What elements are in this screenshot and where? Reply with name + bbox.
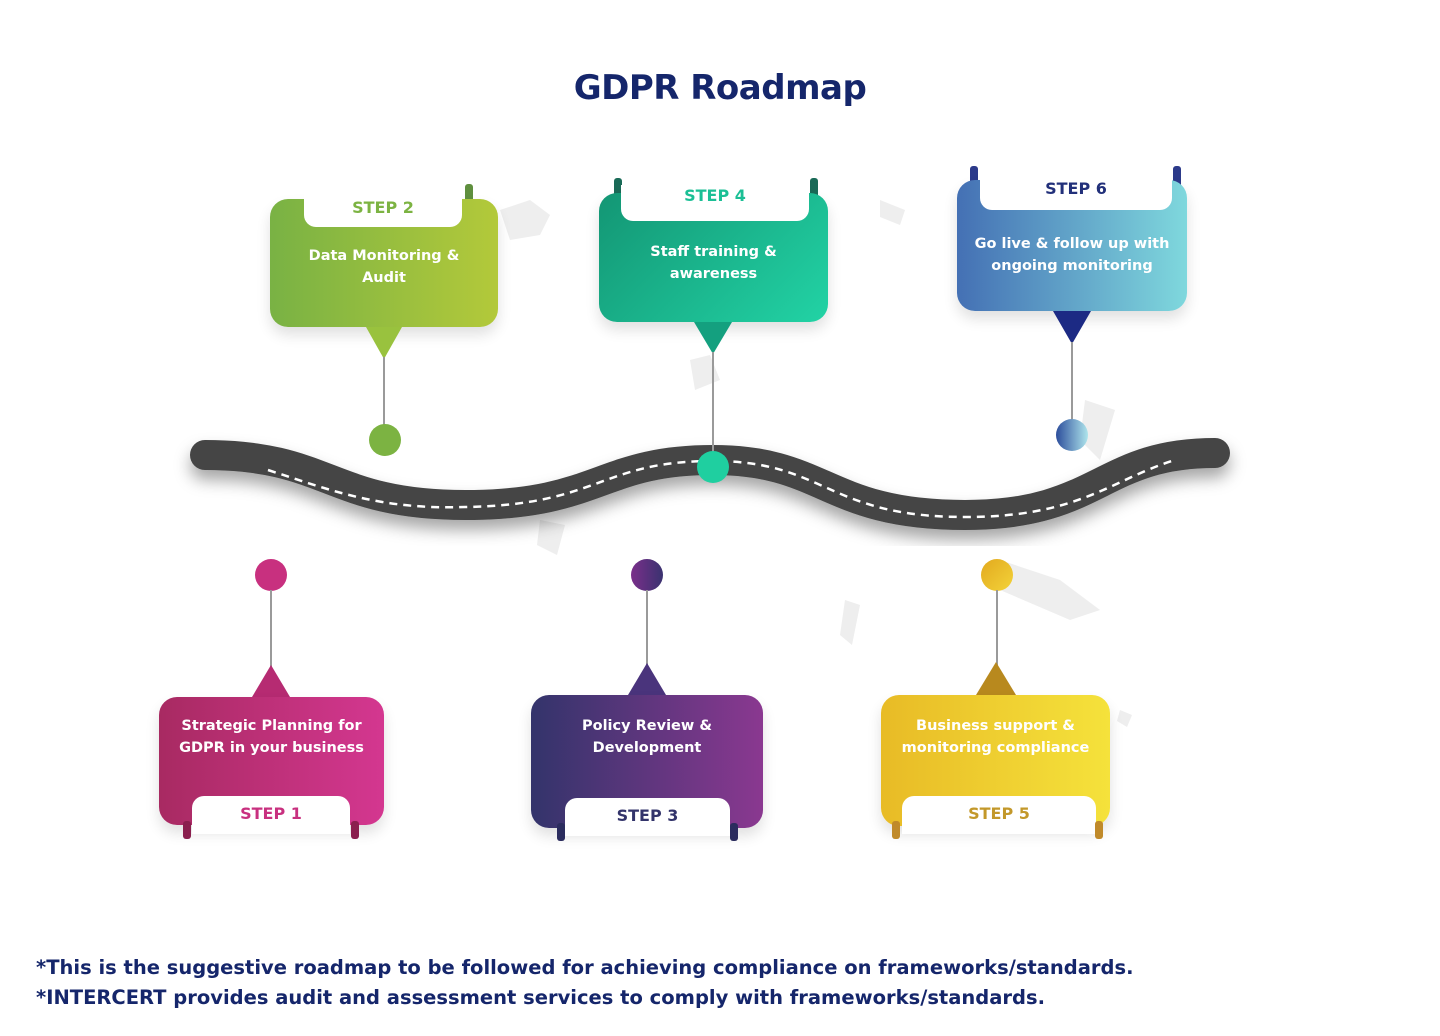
step-4-text: Staff training & awareness — [650, 243, 777, 282]
box-leg — [614, 178, 622, 198]
page-title: GDPR Roadmap — [573, 68, 867, 108]
footnote-2: *INTERCERT provides audit and assessment… — [36, 986, 1045, 1009]
step-5-label: STEP 5 — [902, 796, 1096, 834]
box-leg — [970, 166, 978, 188]
step-4-connector — [712, 352, 714, 452]
step-3-dot — [631, 559, 663, 591]
box-leg — [892, 821, 900, 839]
step-5-pin — [976, 662, 1016, 695]
step-2-text: Data Monitoring & Audit — [308, 248, 460, 286]
step-2-dot — [369, 424, 401, 456]
step-6-pin — [1053, 311, 1091, 344]
step-5-connector — [996, 590, 998, 666]
step-5-text: Business support & monitoring compliance — [901, 718, 1090, 756]
step-5-dot — [981, 559, 1013, 591]
step-1-pin — [252, 665, 290, 697]
step-3-pin — [628, 663, 666, 695]
step-6-connector — [1071, 342, 1073, 420]
step-1-dot — [255, 559, 287, 591]
step-1-text: Strategic Planning for GDPR in your busi… — [179, 718, 364, 756]
step-4-dot — [697, 451, 729, 483]
step-3-label: STEP 3 — [565, 798, 730, 836]
step-6-dot — [1056, 419, 1088, 451]
step-4-label: STEP 4 — [621, 185, 809, 221]
box-leg — [557, 823, 565, 841]
step-4-pin — [694, 322, 732, 354]
box-leg — [465, 184, 473, 202]
step-2-pin — [366, 327, 402, 359]
step-2-connector — [383, 357, 385, 425]
box-leg — [351, 821, 359, 839]
box-leg — [810, 178, 818, 198]
box-leg — [1173, 166, 1181, 188]
box-leg — [1095, 821, 1103, 839]
step-3-text: Policy Review & Development — [582, 718, 712, 756]
step-6-label: STEP 6 — [980, 172, 1172, 210]
footnote-1: *This is the suggestive roadmap to be fo… — [36, 956, 1134, 979]
step-1-label: STEP 1 — [192, 796, 350, 834]
box-leg — [183, 821, 191, 839]
step-3-connector — [646, 590, 648, 666]
step-2-label: STEP 2 — [304, 191, 462, 227]
box-leg — [730, 823, 738, 841]
step-6-text: Go live & follow up with ongoing monitor… — [974, 235, 1170, 274]
step-1-connector — [270, 590, 272, 668]
